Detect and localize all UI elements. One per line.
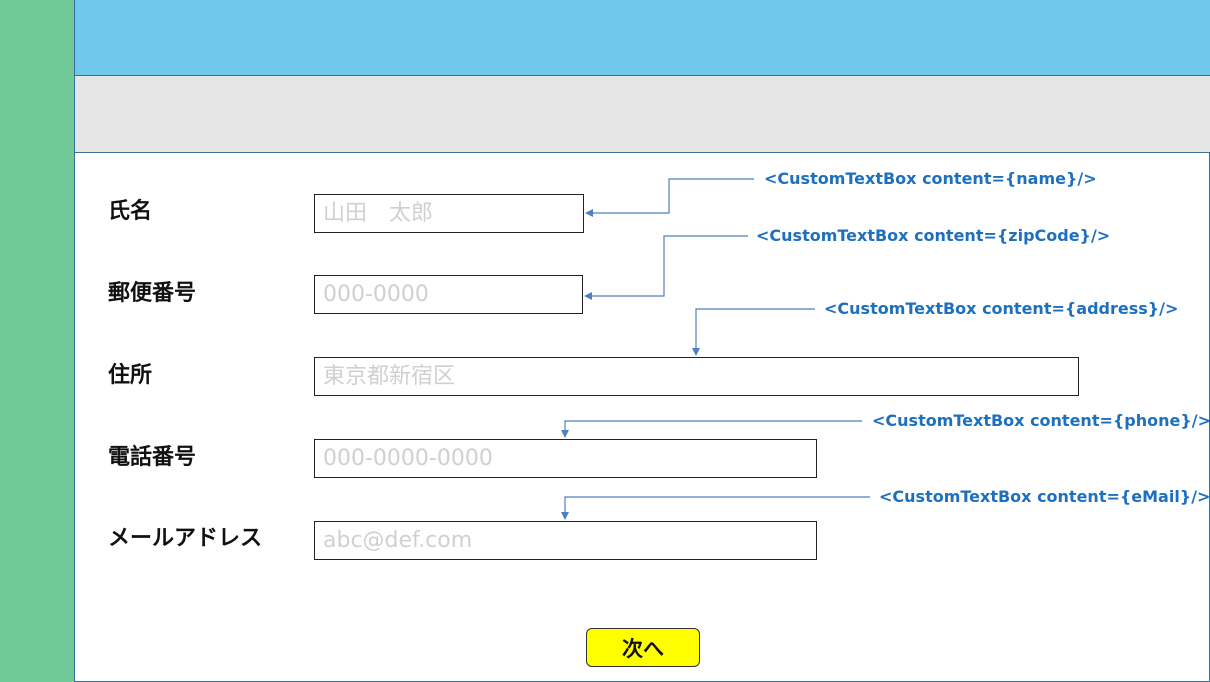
zipcode-input[interactable] — [314, 275, 583, 314]
email-label: メールアドレス — [108, 526, 263, 551]
next-button[interactable]: 次へ — [586, 628, 700, 667]
name-annotation: <CustomTextBox content={name}/> — [764, 169, 1097, 188]
address-input[interactable] — [314, 357, 1079, 396]
header-bar — [75, 0, 1210, 76]
name-input[interactable] — [314, 194, 584, 233]
name-label: 氏名 — [108, 199, 153, 224]
address-annotation: <CustomTextBox content={address}/> — [824, 299, 1179, 318]
phone-label: 電話番号 — [108, 445, 197, 470]
zipcode-annotation: <CustomTextBox content={zipCode}/> — [756, 226, 1111, 245]
phone-input[interactable] — [314, 439, 817, 478]
email-annotation: <CustomTextBox content={eMail}/> — [879, 487, 1210, 506]
left-sidebar — [0, 0, 75, 682]
subheader-bar — [75, 76, 1210, 153]
zipcode-label: 郵便番号 — [108, 281, 197, 306]
address-label: 住所 — [108, 363, 153, 388]
phone-annotation: <CustomTextBox content={phone}/> — [872, 411, 1210, 430]
email-input[interactable] — [314, 521, 817, 560]
